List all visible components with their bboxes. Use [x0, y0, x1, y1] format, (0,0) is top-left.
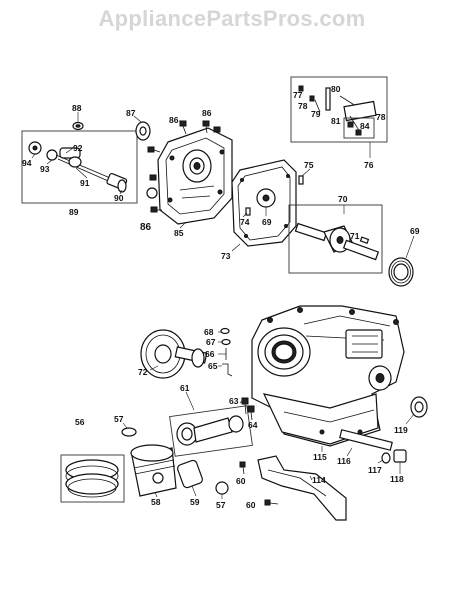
callout-94: 94: [22, 158, 32, 168]
callout-87: 87: [126, 108, 136, 118]
connecting-rod-group-box: [169, 405, 253, 457]
callout-89: 89: [69, 207, 79, 217]
callout-71: 71: [350, 231, 360, 241]
callout-58: 58: [151, 497, 161, 507]
callout-81: 81: [331, 116, 341, 126]
callout-86: 86: [140, 222, 152, 233]
callout-68: 68: [204, 327, 214, 337]
callout-60: 60: [236, 476, 246, 486]
callout-119: 119: [394, 425, 408, 435]
callout-86: 86: [169, 115, 179, 125]
baffle-114[interactable]: [257, 455, 347, 521]
callout-78: 78: [298, 101, 308, 111]
oil-seal-87[interactable]: [135, 121, 151, 141]
callout-70: 70: [338, 194, 348, 204]
cap-118[interactable]: [393, 449, 407, 463]
callout-92: 92: [73, 143, 83, 153]
washer-88[interactable]: [72, 121, 84, 131]
callout-115: 115: [313, 452, 327, 462]
callout-67: 67: [206, 337, 216, 347]
camshaft-gear-72[interactable]: [140, 329, 208, 379]
callout-59: 59: [190, 497, 200, 507]
oil-seal-119[interactable]: [410, 396, 428, 418]
callout-79: 79: [311, 109, 321, 119]
callout-84: 84: [360, 121, 370, 131]
callout-60: 60: [246, 500, 256, 510]
callout-114: 114: [312, 475, 326, 485]
shaft-116[interactable]: [339, 429, 393, 451]
engine-block-115[interactable]: [251, 305, 405, 447]
valve-parts-group[interactable]: [298, 85, 377, 139]
callout-57: 57: [216, 500, 226, 510]
key-71[interactable]: [359, 236, 370, 245]
callout-77: 77: [293, 90, 303, 100]
callout-69: 69: [262, 217, 272, 227]
callout-73: 73: [221, 251, 231, 261]
valve-group-box: [290, 76, 388, 143]
callout-75: 75: [304, 160, 314, 170]
piston-58[interactable]: [130, 444, 177, 497]
callout-91: 91: [80, 178, 90, 188]
callout-116: 116: [337, 456, 351, 466]
dowel-pin-74[interactable]: [245, 207, 251, 216]
callout-labels: 88 87 86 86 92 94 93 91 90 89 86 85 75 6…: [22, 84, 420, 510]
leader-lines: [31, 112, 415, 499]
callout-64: 64: [248, 420, 258, 430]
crankcase-cover-85[interactable]: [146, 127, 233, 225]
callout-57: 57: [114, 414, 124, 424]
callout-69: 69: [410, 226, 420, 236]
screws-60[interactable]: [239, 461, 279, 506]
dowel-pin-75[interactable]: [298, 175, 304, 185]
callout-90: 90: [114, 193, 124, 203]
connecting-rod-61[interactable]: [176, 415, 244, 446]
clip-57b[interactable]: [215, 481, 229, 495]
piston-rings-box: [60, 454, 125, 503]
callout-76: 76: [364, 160, 374, 170]
callout-74: 74: [240, 217, 250, 227]
callout-72: 72: [138, 367, 148, 377]
callout-56: 56: [75, 417, 85, 427]
clip-57a[interactable]: [121, 427, 137, 437]
callout-80: 80: [331, 84, 341, 94]
washer-117[interactable]: [381, 452, 391, 464]
crankshaft-group-box: [288, 204, 383, 274]
callout-118: 118: [390, 474, 404, 484]
callout-63: 63: [229, 396, 239, 406]
governor-shaft-assembly[interactable]: [28, 141, 128, 193]
bolts-86[interactable]: [147, 120, 221, 213]
piston-pin-59[interactable]: [176, 459, 203, 489]
crankshaft-70[interactable]: [294, 222, 380, 261]
callout-117: 117: [368, 465, 382, 475]
callout-65: 65: [208, 361, 218, 371]
callout-78: 78: [376, 112, 386, 122]
callout-93: 93: [40, 164, 50, 174]
watermark-text: AppliancePartsPros.com: [98, 6, 366, 31]
callout-88: 88: [72, 103, 82, 113]
callout-85: 85: [174, 228, 184, 238]
piston-rings-56[interactable]: [65, 459, 119, 498]
crankcase-gasket-73[interactable]: [231, 159, 297, 247]
bearing-69[interactable]: [388, 257, 414, 287]
callout-86: 86: [202, 108, 212, 118]
small-parts-65-68[interactable]: [220, 327, 233, 377]
callout-66: 66: [205, 349, 215, 359]
callout-61: 61: [180, 383, 190, 393]
governor-shaft-group-box: [21, 130, 138, 204]
